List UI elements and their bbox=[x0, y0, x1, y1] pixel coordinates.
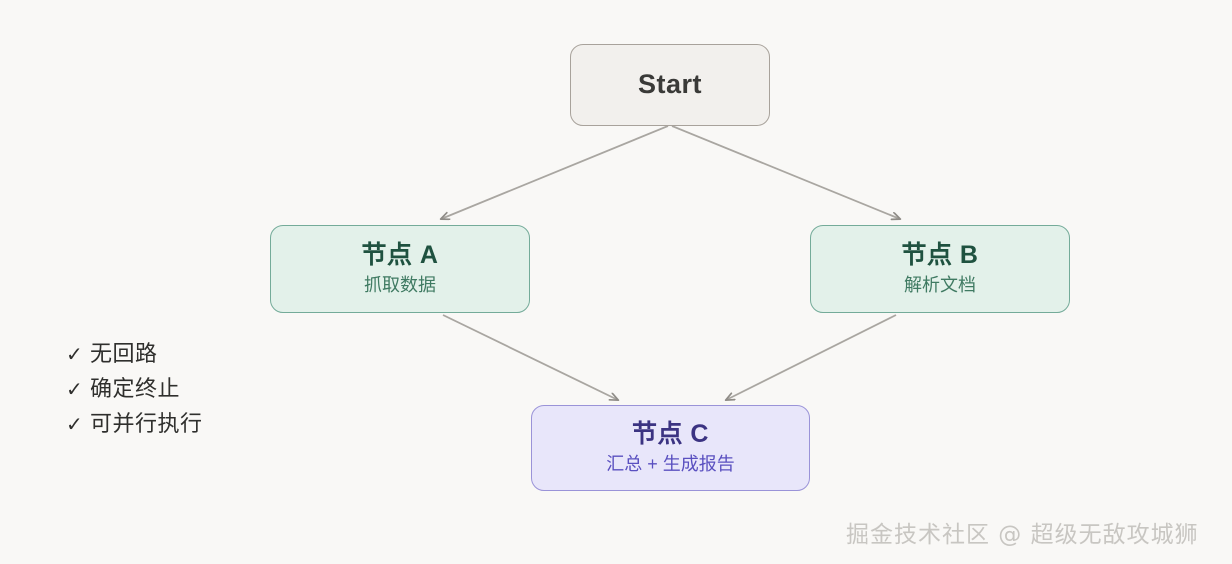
checklist-item-label: 无回路 bbox=[90, 341, 158, 366]
edge-node-b-to-node-c bbox=[726, 314, 897, 400]
node-b[interactable]: 节点 B 解析文档 bbox=[810, 225, 1070, 313]
check-icon: ✓ bbox=[66, 379, 83, 401]
node-c-title: 节点 C bbox=[631, 420, 709, 449]
node-start[interactable]: Start bbox=[570, 44, 770, 126]
edge-start-to-node-b bbox=[671, 125, 900, 219]
node-c[interactable]: 节点 C 汇总 + 生成报告 bbox=[531, 405, 810, 491]
checklist-item-label: 可并行执行 bbox=[90, 411, 203, 436]
edge-node-a-to-node-c bbox=[442, 314, 618, 400]
checklist-item: ✓ 可并行执行 bbox=[66, 410, 203, 438]
node-b-subtitle: 解析文档 bbox=[904, 275, 976, 296]
checklist-item: ✓ 确定终止 bbox=[66, 375, 203, 403]
node-a[interactable]: 节点 A 抓取数据 bbox=[270, 225, 530, 313]
node-b-title: 节点 B bbox=[901, 241, 979, 270]
node-a-subtitle: 抓取数据 bbox=[364, 275, 436, 296]
watermark: 掘金技术社区 @ 超级无敌攻城狮 bbox=[846, 522, 1199, 548]
check-icon: ✓ bbox=[66, 344, 83, 366]
properties-checklist: ✓ 无回路 ✓ 确定终止 ✓ 可并行执行 bbox=[66, 340, 203, 438]
node-c-subtitle: 汇总 + 生成报告 bbox=[606, 454, 735, 475]
check-icon: ✓ bbox=[66, 414, 83, 436]
edge-start-to-node-a bbox=[441, 125, 669, 219]
node-a-title: 节点 A bbox=[361, 241, 439, 270]
node-start-title: Start bbox=[637, 69, 702, 100]
checklist-item: ✓ 无回路 bbox=[66, 340, 203, 368]
checklist-item-label: 确定终止 bbox=[90, 376, 181, 401]
